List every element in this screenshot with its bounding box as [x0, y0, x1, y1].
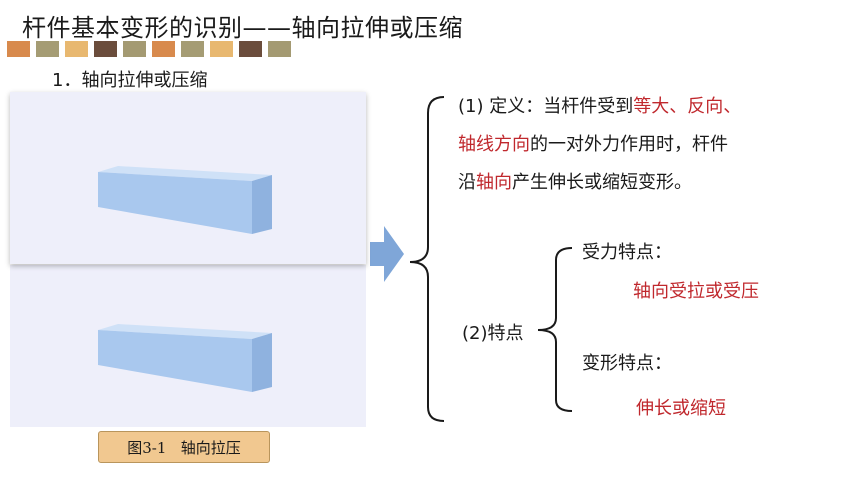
color-swatch	[239, 41, 262, 57]
definition-text: (1) 定义：当杆件受到等大、反向、 轴线方向的一对外力作用时，杆件 沿轴向产生…	[458, 88, 741, 202]
features-label: (2)特点	[462, 323, 524, 344]
section-heading: 1．轴向拉伸或压缩	[52, 70, 208, 91]
right-arrow-icon	[370, 226, 404, 282]
color-swatch	[210, 41, 233, 57]
main-brace	[409, 96, 445, 422]
slide-title: 杆件基本变形的识别——轴向拉伸或压缩	[22, 14, 463, 42]
beam-end-face	[252, 333, 272, 392]
color-swatch	[123, 41, 146, 57]
color-swatch-bar	[7, 41, 297, 57]
definition-line-1: (1) 定义：当杆件受到等大、反向、	[458, 96, 742, 117]
beam-front-face	[98, 330, 252, 392]
force-feature-value: 轴向受拉或受压	[633, 281, 759, 302]
beam-illustration	[98, 324, 272, 392]
features-brace	[537, 247, 573, 412]
color-swatch	[7, 41, 30, 57]
deformation-feature-value: 伸长或缩短	[636, 398, 726, 419]
beam-front-face	[98, 172, 252, 234]
color-swatch	[36, 41, 59, 57]
figure-panel-compression	[10, 265, 366, 427]
color-swatch	[65, 41, 88, 57]
color-swatch	[152, 41, 175, 57]
color-swatch	[181, 41, 204, 57]
definition-line-3: 沿轴向产生伸长或缩短变形。	[458, 172, 692, 193]
deformation-feature-label: 变形特点：	[582, 353, 672, 374]
beam-end-face	[252, 175, 272, 234]
color-swatch	[94, 41, 117, 57]
figure-panel-tension	[10, 92, 366, 264]
color-swatch	[268, 41, 291, 57]
beam-top-face	[98, 166, 272, 181]
figure-caption: 图3-1 轴向拉压	[98, 431, 270, 463]
beam-illustration	[98, 166, 272, 234]
definition-line-2: 轴线方向的一对外力作用时，杆件	[458, 134, 728, 155]
force-feature-label: 受力特点：	[582, 242, 672, 263]
beam-top-face	[98, 324, 272, 339]
